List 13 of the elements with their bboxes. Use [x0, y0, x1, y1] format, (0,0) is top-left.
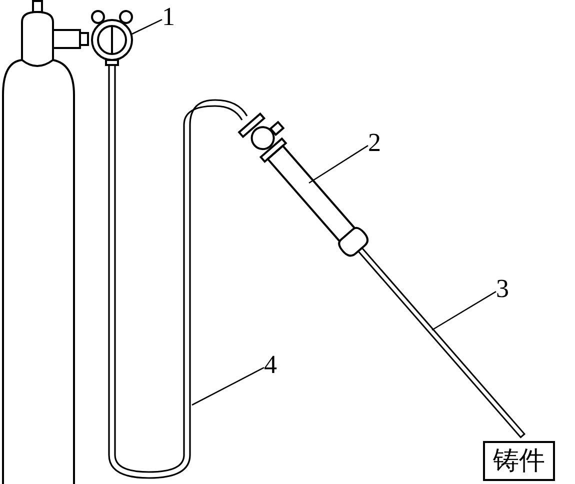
leader-line — [132, 19, 162, 35]
leader-line — [432, 291, 496, 331]
casting-label: 铸件 — [483, 441, 555, 481]
blow-pipe-drawing — [357, 246, 526, 438]
lance-handle-drawing — [238, 112, 369, 257]
hose-drawing — [108, 65, 248, 479]
callout-number: 2 — [368, 130, 381, 156]
leader-line — [308, 145, 368, 184]
callout-number: 4 — [264, 352, 277, 378]
callout-number: 3 — [496, 276, 509, 302]
callout-number: 1 — [162, 4, 175, 30]
leader-line — [192, 367, 264, 406]
pressure-regulator-drawing — [91, 10, 133, 66]
